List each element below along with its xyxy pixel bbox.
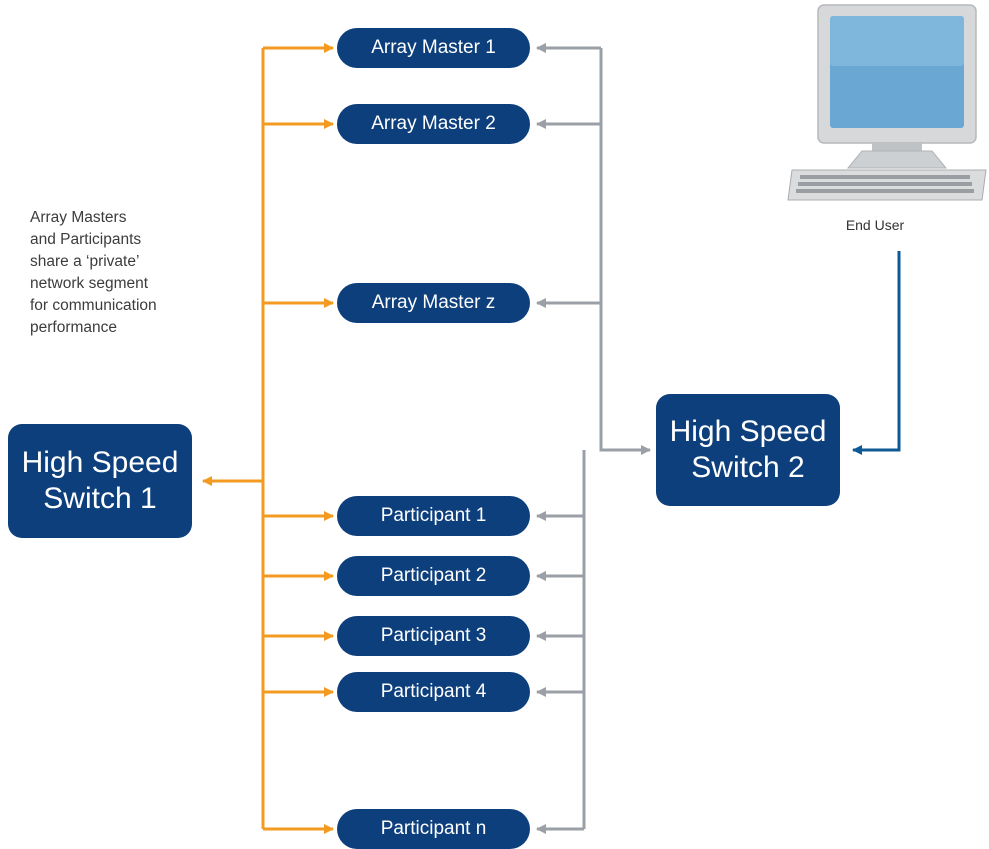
- array-master-2: Array Master 2: [337, 104, 530, 144]
- orange-bus: [202, 43, 334, 834]
- participant-3: Participant 3: [337, 616, 530, 656]
- array-master-z: Array Master z: [337, 283, 530, 323]
- array-master-1: Array Master 1: [337, 28, 530, 68]
- link-enduser-switch2: [852, 251, 901, 455]
- gray-bus: [536, 43, 651, 834]
- participant-1: Participant 1: [337, 496, 530, 536]
- participant-2: Participant 2: [337, 556, 530, 596]
- high-speed-switch-1: High Speed Switch 1: [8, 424, 192, 538]
- network-note: Array Masters and Participants share a ‘…: [30, 209, 157, 336]
- high-speed-switch-2: High Speed Switch 2: [656, 394, 840, 506]
- end-user-label: End User: [845, 217, 905, 233]
- desktop-computer-icon: [787, 4, 987, 201]
- participant-n: Participant n: [337, 809, 530, 849]
- participant-4: Participant 4: [337, 672, 530, 712]
